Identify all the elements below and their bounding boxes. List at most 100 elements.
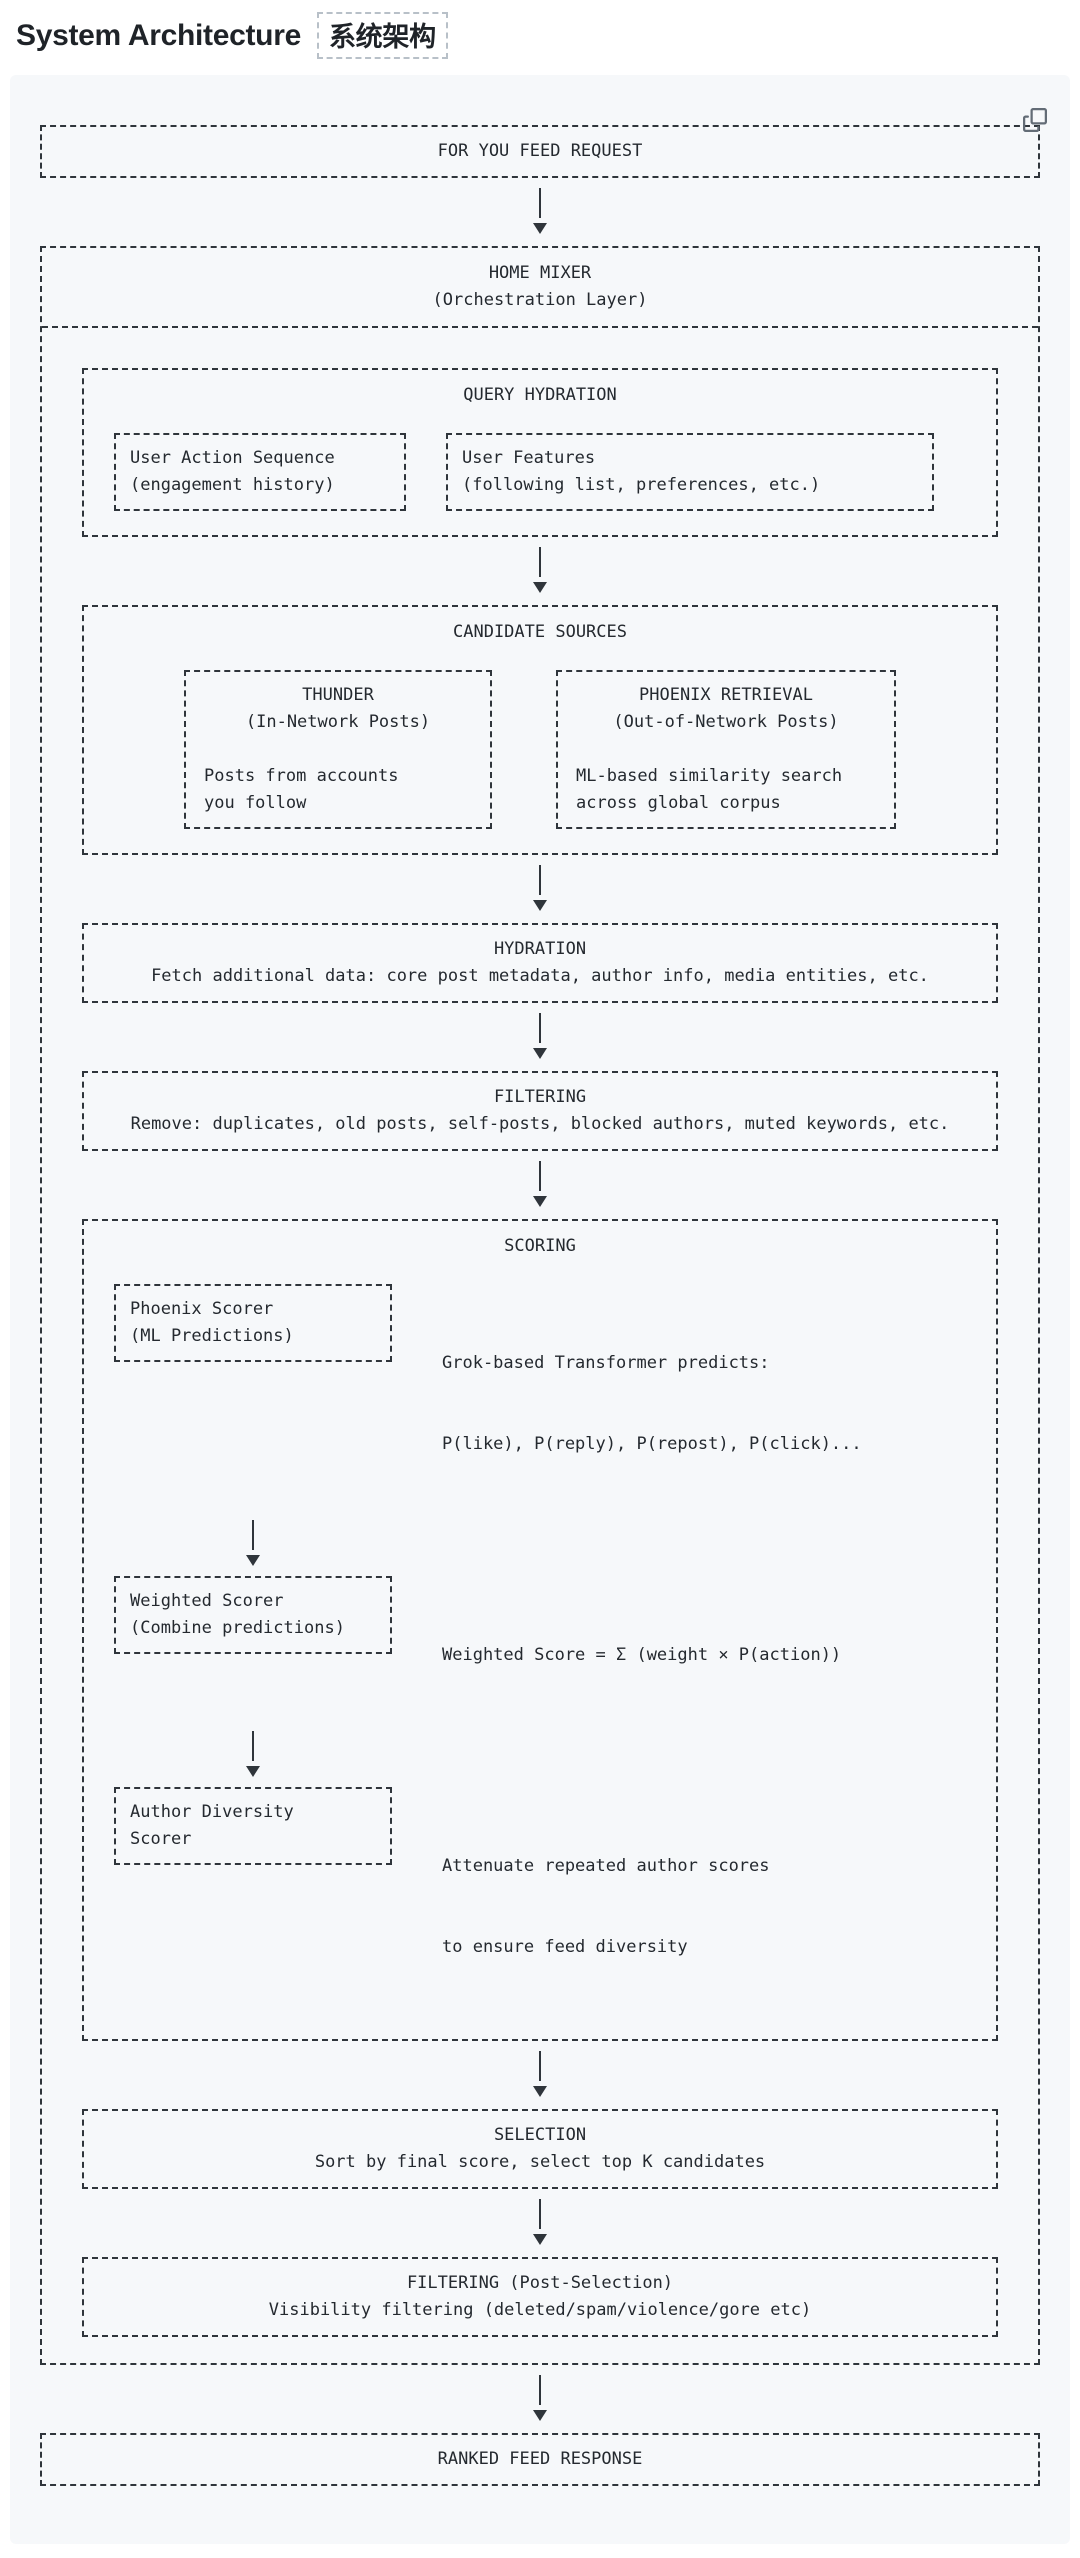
query-hydration-box: QUERY HYDRATION User Action Sequence (en… — [82, 368, 998, 537]
phoenix-scorer-box: Phoenix Scorer (ML Predictions) — [114, 1284, 392, 1362]
post-filtering-title: FILTERING (Post-Selection) — [406, 2273, 674, 2293]
box-line: (engagement history) — [130, 475, 335, 495]
phoenix-scorer-note: Grok-based Transformer predicts: P(like)… — [442, 1284, 862, 1512]
note-line: P(like), P(reply), P(repost), P(click)..… — [442, 1434, 862, 1454]
flow-arrow — [42, 855, 1038, 923]
home-mixer-subtitle: (Orchestration Layer) — [432, 290, 648, 310]
home-mixer-body: QUERY HYDRATION User Action Sequence (en… — [42, 328, 1038, 2363]
box-line: you follow — [204, 793, 307, 813]
post-filtering-description: Visibility filtering (deleted/spam/viole… — [268, 2300, 812, 2320]
selection-description: Sort by final score, select top K candid… — [314, 2152, 766, 2172]
box-line: User Action Sequence — [130, 448, 335, 468]
query-hydration-title: QUERY HYDRATION — [463, 385, 617, 405]
hydration-title: HYDRATION — [493, 939, 587, 959]
arrow-line — [252, 1731, 254, 1761]
box-line: Scorer — [130, 1829, 192, 1849]
filtering-title: FILTERING — [493, 1087, 587, 1107]
box-line: Posts from accounts — [204, 766, 399, 786]
author-diversity-note: Attenuate repeated author scores to ensu… — [442, 1787, 770, 2015]
filtering-description: Remove: duplicates, old posts, self-post… — [130, 1114, 950, 1134]
arrow-head-icon — [533, 900, 547, 911]
flow-arrow — [42, 2041, 1038, 2109]
box-label: RANKED FEED RESPONSE — [437, 2449, 643, 2469]
weighted-scorer-note: Weighted Score = Σ (weight × P(action)) — [442, 1576, 841, 1723]
note-line: Attenuate repeated author scores — [442, 1856, 770, 1876]
scoring-title: SCORING — [504, 1236, 576, 1256]
flow-arrow — [42, 1151, 1038, 1219]
page-title: System Architecture — [16, 18, 301, 52]
phoenix-retrieval-subtitle: (Out-of-Network Posts) — [613, 712, 839, 732]
scorer-flow-arrow — [114, 1723, 392, 1787]
box-line: (Combine predictions) — [130, 1618, 345, 1638]
home-mixer-divider — [42, 326, 1038, 328]
selection-box: SELECTION Sort by final score, select to… — [82, 2109, 998, 2189]
weighted-scorer-row: Weighted Scorer (Combine predictions) We… — [114, 1576, 996, 1723]
box-line: across global corpus — [576, 793, 781, 813]
arrow-head-icon — [533, 223, 547, 234]
note-line: Grok-based Transformer predicts: — [442, 1353, 770, 1373]
arrow-head-icon — [533, 2410, 547, 2421]
arrow-line — [539, 2199, 541, 2229]
post-selection-filtering-box: FILTERING (Post-Selection) Visibility fi… — [82, 2257, 998, 2337]
arrow-head-icon — [533, 2086, 547, 2097]
spacer — [186, 736, 490, 763]
box-line: Author Diversity — [130, 1802, 294, 1822]
arrow-line — [539, 547, 541, 577]
copy-icon — [1023, 108, 1047, 132]
arrow-line — [539, 2375, 541, 2405]
candidate-sources-box: CANDIDATE SOURCES THUNDER (In-Network Po… — [82, 605, 998, 855]
box-line: (following list, preferences, etc.) — [462, 475, 821, 495]
user-action-sequence-box: User Action Sequence (engagement history… — [114, 433, 406, 511]
title-translation-badge: 系统架构 — [316, 12, 448, 59]
architecture-diagram: FOR YOU FEED REQUEST HOME MIXER (Orchest… — [40, 125, 1040, 2486]
arrow-line — [539, 2051, 541, 2081]
page-header: System Architecture 系统架构 — [0, 0, 1080, 73]
arrow-head-icon — [246, 1766, 260, 1777]
phoenix-scorer-row: Phoenix Scorer (ML Predictions) Grok-bas… — [114, 1284, 996, 1512]
selection-title: SELECTION — [493, 2125, 587, 2145]
arrow-line — [539, 1013, 541, 1043]
box-label: FOR YOU FEED REQUEST — [437, 141, 643, 161]
spacer — [558, 736, 894, 763]
box-line: ML-based similarity search — [576, 766, 843, 786]
arrow-head-icon — [533, 582, 547, 593]
arrow-head-icon — [533, 1196, 547, 1207]
phoenix-retrieval-box: PHOENIX RETRIEVAL (Out-of-Network Posts)… — [556, 670, 896, 829]
flow-arrow — [40, 178, 1040, 246]
copy-button[interactable] — [1020, 105, 1050, 135]
box-line: (ML Predictions) — [130, 1326, 294, 1346]
candidate-sources-title: CANDIDATE SOURCES — [453, 622, 627, 642]
flow-arrow — [42, 537, 1038, 605]
user-features-box: User Features (following list, preferenc… — [446, 433, 934, 511]
home-mixer-box: HOME MIXER (Orchestration Layer) QUERY H… — [40, 246, 1040, 2365]
arrow-head-icon — [246, 1555, 260, 1566]
author-diversity-scorer-box: Author Diversity Scorer — [114, 1787, 392, 1865]
thunder-box: THUNDER (In-Network Posts) Posts from ac… — [184, 670, 492, 829]
thunder-title: THUNDER — [302, 685, 374, 705]
hydration-box: HYDRATION Fetch additional data: core po… — [82, 923, 998, 1003]
box-line: Phoenix Scorer — [130, 1299, 274, 1319]
note-line: Weighted Score = Σ (weight × P(action)) — [442, 1645, 842, 1665]
ranked-feed-response-box: RANKED FEED RESPONSE — [40, 2433, 1040, 2486]
phoenix-retrieval-title: PHOENIX RETRIEVAL — [639, 685, 813, 705]
flow-arrow — [42, 2189, 1038, 2257]
filtering-box: FILTERING Remove: duplicates, old posts,… — [82, 1071, 998, 1151]
weighted-scorer-box: Weighted Scorer (Combine predictions) — [114, 1576, 392, 1654]
box-line: User Features — [462, 448, 596, 468]
note-line: to ensure feed diversity — [442, 1937, 688, 1957]
arrow-line — [539, 865, 541, 895]
flow-arrow — [40, 2365, 1040, 2433]
scorer-flow-arrow — [114, 1512, 392, 1576]
arrow-head-icon — [533, 2234, 547, 2245]
code-block-panel: FOR YOU FEED REQUEST HOME MIXER (Orchest… — [10, 75, 1070, 2544]
for-you-feed-request-box: FOR YOU FEED REQUEST — [40, 125, 1040, 178]
scoring-box: SCORING Phoenix Scorer (ML Predictions) … — [82, 1219, 998, 2041]
thunder-subtitle: (In-Network Posts) — [245, 712, 431, 732]
hydration-description: Fetch additional data: core post metadat… — [151, 966, 929, 986]
arrow-line — [539, 1161, 541, 1191]
author-diversity-row: Author Diversity Scorer Attenuate repeat… — [114, 1787, 996, 2015]
home-mixer-title: HOME MIXER — [488, 263, 592, 283]
arrow-line — [539, 188, 541, 218]
arrow-head-icon — [533, 1048, 547, 1059]
arrow-line — [252, 1520, 254, 1550]
